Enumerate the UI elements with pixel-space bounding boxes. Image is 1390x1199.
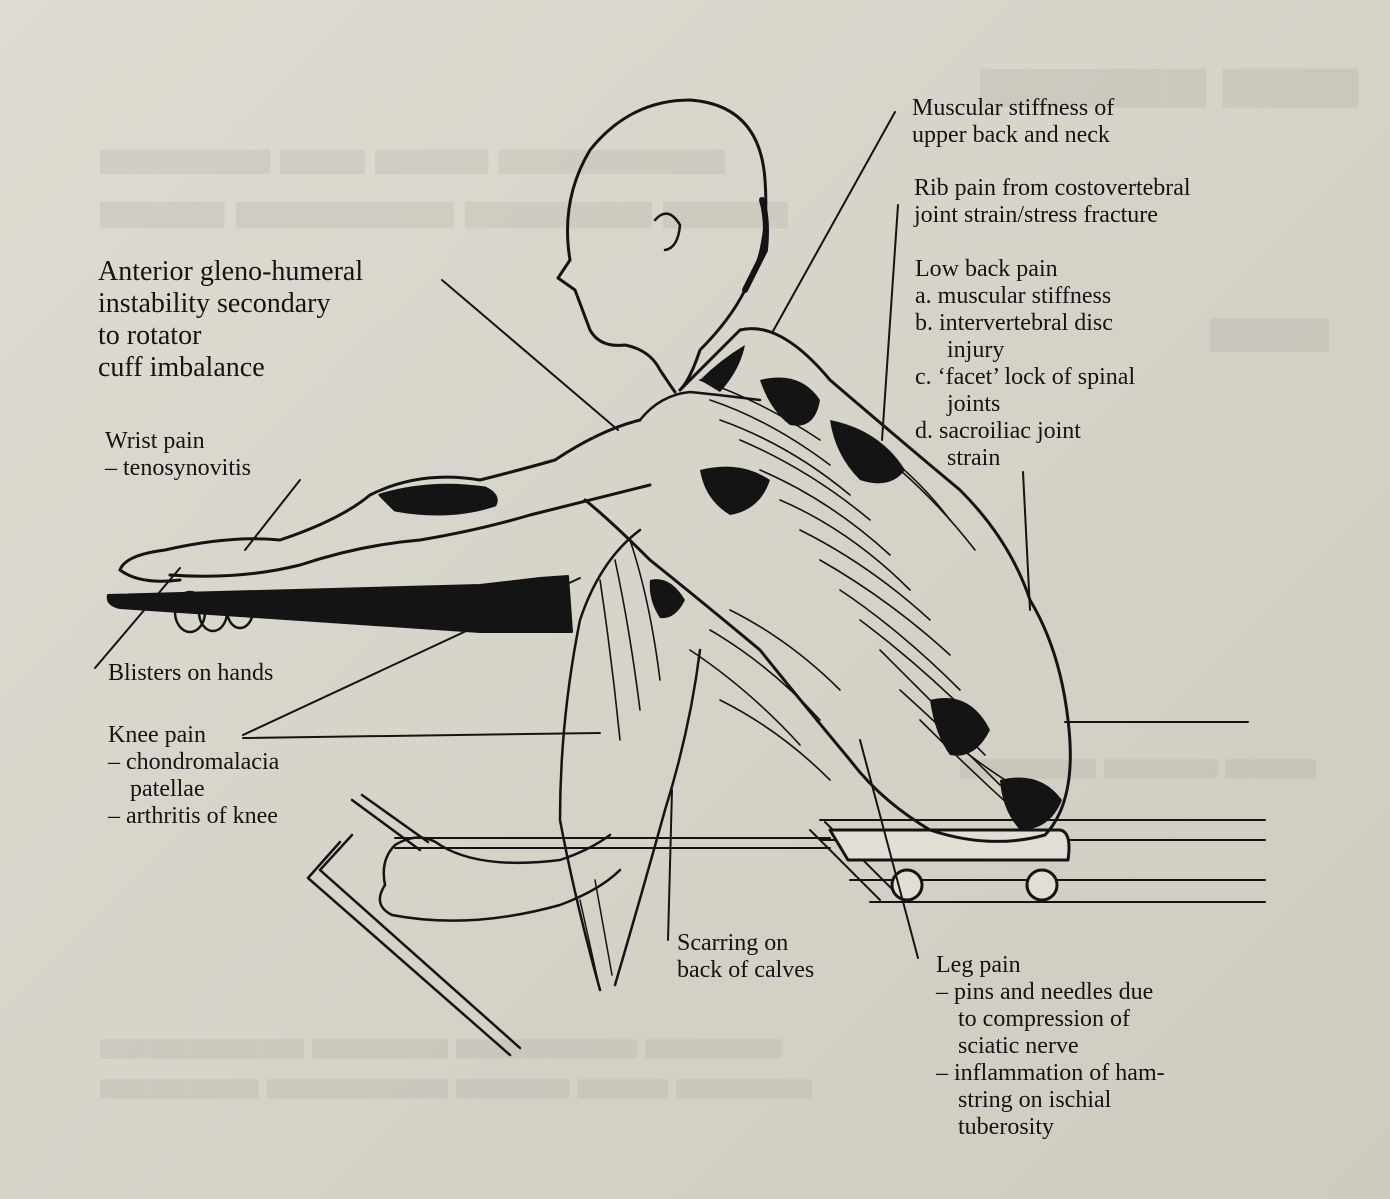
bleed-through-text: ▄▄▄▄▄▄ ▄▄▄ ▄▄▄▄ ▄▄▄▄▄▄▄▄ xyxy=(100,126,726,171)
label-scarring-calves: Scarring on back of calves xyxy=(677,930,815,983)
leader-knee-a xyxy=(242,577,581,736)
leader-rib xyxy=(881,204,899,441)
lower-leg xyxy=(378,528,702,992)
footstretcher xyxy=(306,793,522,1057)
seat-carriage xyxy=(828,828,1071,902)
head xyxy=(556,98,769,394)
label-gleno-humeral-instability: Anterior gleno-humeral instability secon… xyxy=(98,256,364,383)
label-blisters-on-hands: Blisters on hands xyxy=(108,660,274,686)
leader-wrist xyxy=(244,479,301,551)
leader-gleno xyxy=(441,279,619,431)
muscle-dark-masses xyxy=(649,345,1062,830)
oar-handle xyxy=(106,575,573,633)
arm xyxy=(118,418,652,583)
bleed-through-text: ▄▄▄ xyxy=(1210,286,1330,348)
seat-rails xyxy=(394,721,1266,903)
leader-upper-back xyxy=(771,111,896,334)
bleed-through-text: ▄▄▄▄▄ ▄▄▄ xyxy=(980,31,1359,102)
leader-calves xyxy=(667,789,673,941)
leader-low-back xyxy=(1022,471,1031,611)
bleed-through-text: ▄▄▄▄▄▄ ▄▄▄▄▄ ▄▄▄▄ xyxy=(960,740,1317,776)
leader-blisters xyxy=(94,567,181,669)
leader-knee-b xyxy=(242,732,601,739)
label-leg-pain: Leg pain – pins and needles due to compr… xyxy=(936,952,1165,1140)
label-knee-pain: Knee pain – chondromalacia patellae – ar… xyxy=(108,722,280,829)
label-upper-back-stiffness: Muscular stiffness of upper back and nec… xyxy=(912,95,1115,148)
bleed-through-text: ▄▄▄▄▄▄▄▄▄ ▄▄▄▄▄▄ ▄▄▄▄▄▄▄▄ ▄▄▄▄▄▄ xyxy=(100,1020,782,1056)
bleed-through-text: ▄▄▄▄▄▄▄ ▄▄▄▄▄▄▄▄ ▄▄▄▄▄ ▄▄▄▄ ▄▄▄▄▄▄ xyxy=(100,1060,813,1096)
label-rib-pain: Rib pain from costovertebral joint strai… xyxy=(914,175,1191,228)
label-wrist-pain: Wrist pain – tenosynovitis xyxy=(105,428,252,481)
leader-lines xyxy=(94,111,1031,959)
label-low-back-pain: Low back pain a. muscular stiffness b. i… xyxy=(915,256,1136,471)
leader-leg xyxy=(859,739,919,959)
torso xyxy=(583,327,1072,843)
